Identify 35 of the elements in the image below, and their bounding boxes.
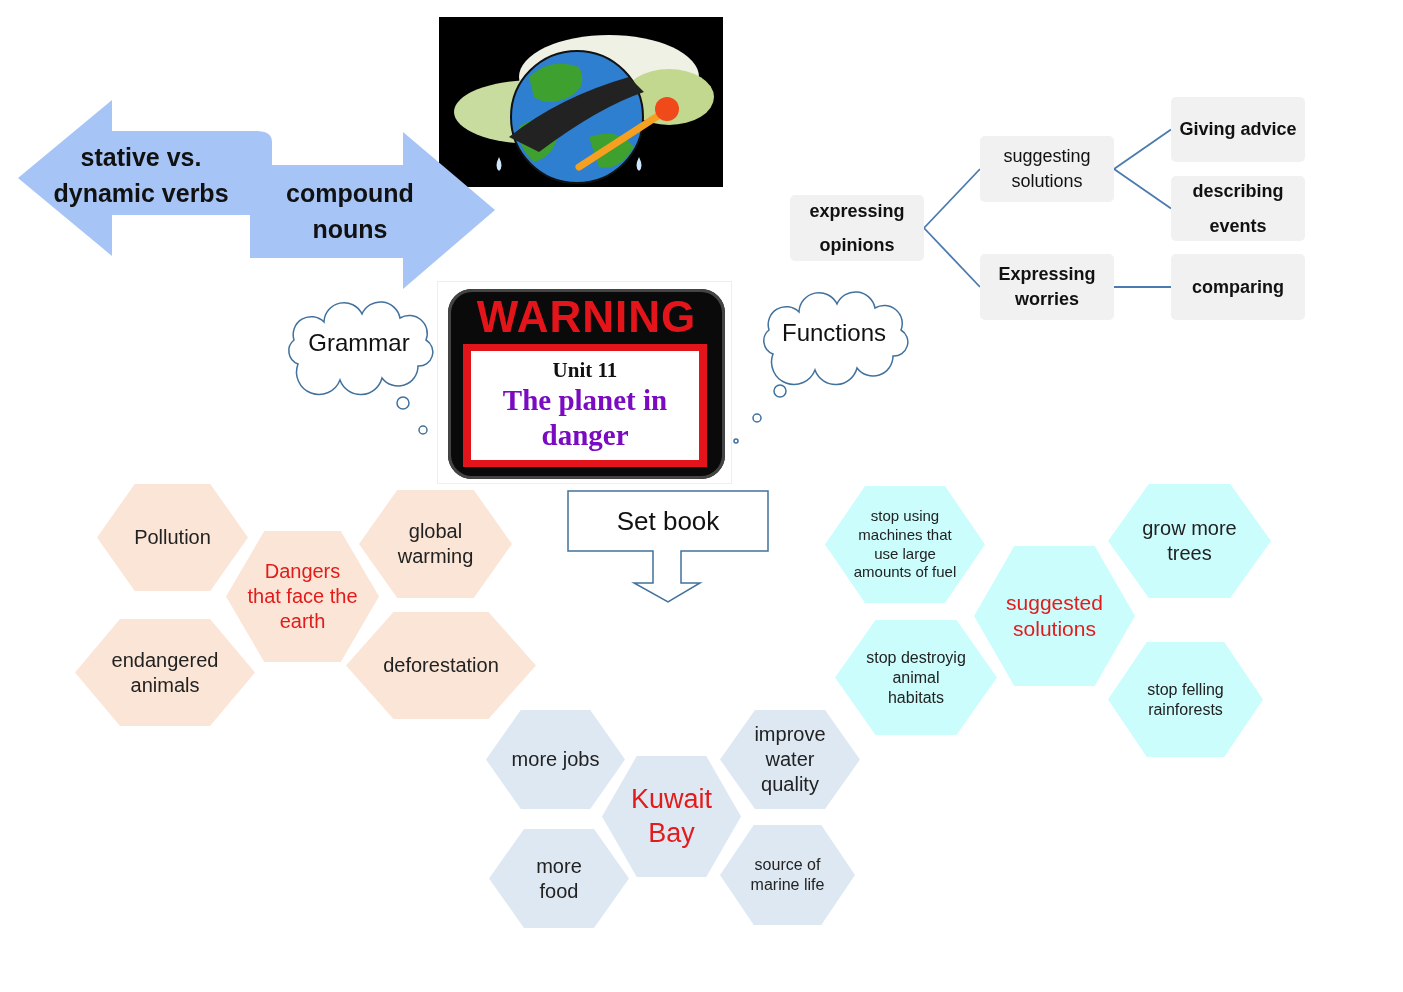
arrow-label: stative vs. dynamic verbs — [52, 141, 230, 209]
hexagon-tile: Pollution — [97, 484, 248, 591]
hexagon-tile: source of marine life — [720, 825, 855, 925]
connector-line — [1113, 286, 1172, 288]
connector-line — [923, 227, 981, 288]
topic-box: comparing — [1171, 254, 1305, 320]
hexagon-tile: Kuwait Bay — [602, 756, 741, 877]
sign-heading: WARNING — [475, 292, 698, 342]
hexagon-tile: more jobs — [486, 710, 625, 809]
hexagon-tile: stop destroyig animal habitats — [835, 620, 997, 735]
topic-box: describing events — [1171, 176, 1305, 241]
hexagon-tile: suggested solutions — [974, 546, 1135, 686]
warning-sign — [437, 281, 732, 484]
hexagon-tile: more food — [489, 829, 629, 928]
arrow-label: compound nouns — [285, 177, 415, 245]
topic-box: Expressing worries — [980, 254, 1114, 320]
topic-box: expressing opinions — [790, 195, 924, 261]
cloud-label: Grammar — [308, 329, 410, 357]
cloud-label: Functions — [781, 319, 887, 347]
hexagon-tile: endangered animals — [75, 619, 255, 726]
unit-label: Unit 11 — [552, 358, 618, 384]
hexagon-tile: deforestation — [346, 612, 536, 719]
connector-line — [1113, 168, 1172, 210]
hexagon-tile: Dangers that face the earth — [226, 531, 379, 662]
connector-line — [1113, 128, 1172, 170]
hexagon-tile: stop using machines that use large amounts of fuel — [825, 486, 985, 603]
callout-label: Set book — [616, 505, 720, 537]
connector-line — [923, 168, 981, 229]
unit-title: The planet in danger — [501, 383, 669, 453]
hexagon-tile: global warming — [359, 490, 512, 598]
topic-box: suggesting solutions — [980, 136, 1114, 202]
hexagon-tile: stop felling rainforests — [1108, 642, 1263, 757]
hexagon-tile: improve water quality — [720, 710, 860, 809]
topic-box: Giving advice — [1171, 97, 1305, 162]
hexagon-tile: grow more trees — [1108, 484, 1271, 598]
